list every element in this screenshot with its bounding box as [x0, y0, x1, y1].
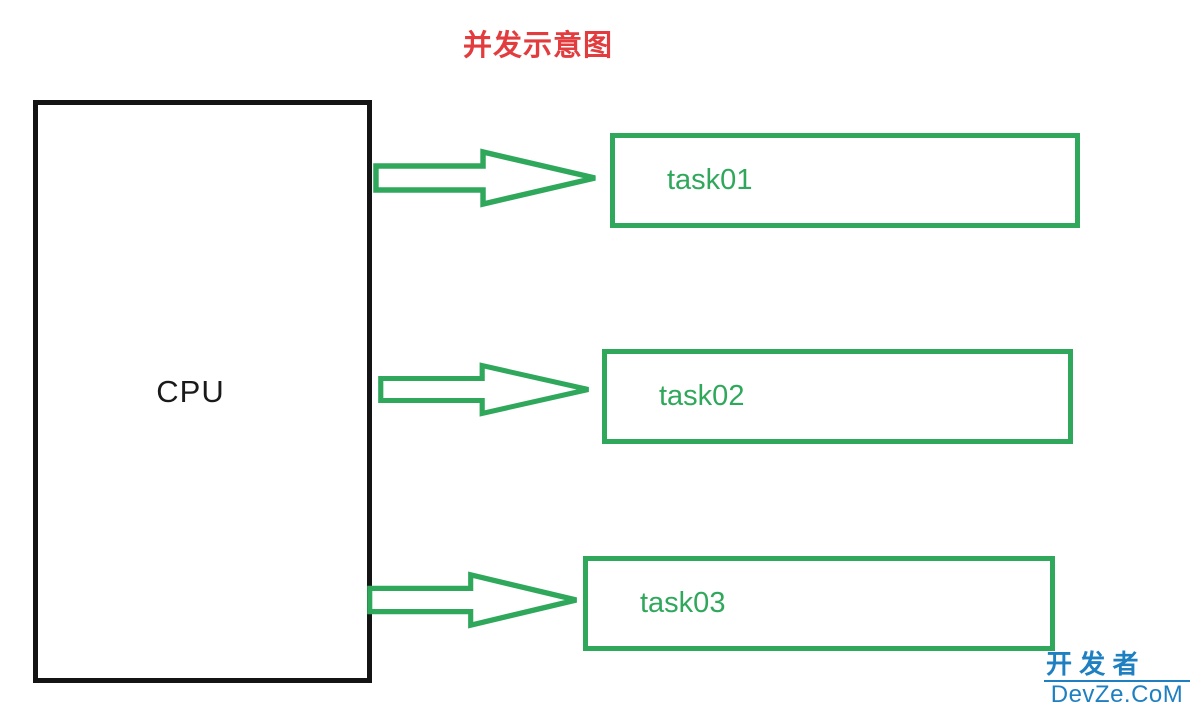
right-block-arrow-icon — [367, 571, 577, 629]
task01-label: task01 — [667, 164, 753, 196]
task03-label: task03 — [640, 587, 726, 619]
cpu-box: CPU — [33, 100, 372, 683]
diagram-title: 并发示意图 — [463, 30, 614, 62]
watermark-chinese-text: 开 发 者 — [1044, 651, 1190, 682]
arrow-icon-to-task03 — [366, 570, 581, 630]
cpu-label: CPU — [156, 373, 225, 409]
arrow-icon-to-task02 — [377, 361, 593, 418]
watermark-site-text: DevZe.CoM — [1050, 681, 1184, 708]
task02-label: task02 — [659, 380, 745, 412]
watermark: 开 发 者 DevZe.CoM — [1044, 651, 1190, 707]
task01-box: task01 — [610, 133, 1080, 228]
arrow-icon-to-task01 — [372, 147, 600, 209]
right-block-arrow-icon — [373, 148, 596, 208]
right-block-arrow-icon — [378, 362, 589, 417]
task02-box: task02 — [602, 349, 1073, 444]
task03-box: task03 — [583, 556, 1055, 651]
